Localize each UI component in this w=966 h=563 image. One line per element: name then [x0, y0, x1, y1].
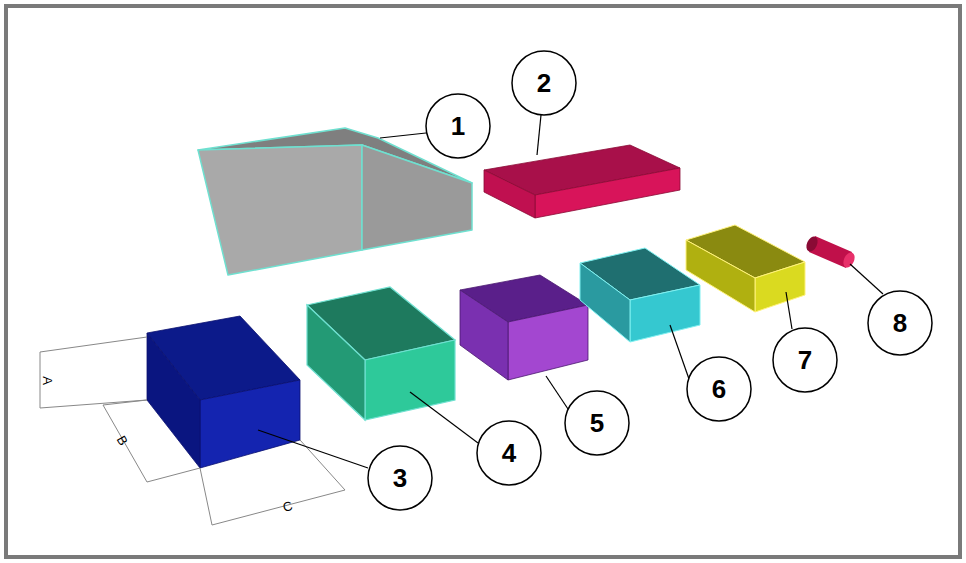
- callout-number: 7: [798, 347, 812, 373]
- callout-number: 5: [590, 410, 604, 436]
- pink-plate: [484, 145, 680, 218]
- pink-cylinder: [804, 235, 857, 270]
- callout-number: 8: [893, 310, 907, 336]
- callout-circles: [368, 51, 932, 510]
- green-box: [307, 287, 455, 420]
- dimension-label: C: [282, 499, 294, 514]
- grey-block: [198, 128, 472, 275]
- purple-box: [460, 275, 588, 380]
- callout-number: 1: [451, 113, 465, 139]
- frame: [6, 6, 960, 557]
- dimension-label: A: [40, 376, 53, 385]
- leader-lines: [258, 115, 883, 468]
- callout-number: 3: [393, 465, 407, 491]
- dimension-lines: [40, 337, 345, 525]
- callout-number: 2: [537, 70, 551, 96]
- callout-number: 4: [502, 440, 516, 466]
- dimension-label: B: [114, 433, 130, 447]
- callout-number: 6: [712, 376, 726, 402]
- cyan-box: [580, 248, 700, 342]
- blue-box: [147, 316, 300, 468]
